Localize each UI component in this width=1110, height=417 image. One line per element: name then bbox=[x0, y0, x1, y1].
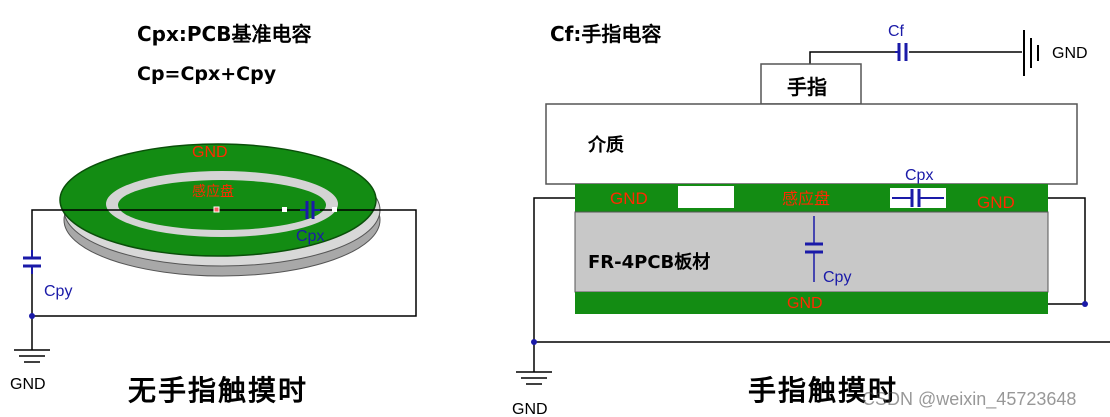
left-gnd-ring-label: GND bbox=[192, 144, 228, 161]
left-circuit bbox=[31, 209, 417, 350]
top-sensor-label: 感应盘 bbox=[782, 189, 830, 208]
top-copper-layer bbox=[575, 184, 1048, 212]
left-ground-label: GND bbox=[10, 376, 46, 393]
right-circuit bbox=[533, 197, 1110, 372]
left-panel: Cpx:PCB基准电容 Cp=Cpx+Cpy GND 感应盘 bbox=[10, 22, 417, 407]
cpx-node-b bbox=[332, 207, 337, 212]
left-cpx-label: Cpx bbox=[296, 228, 324, 245]
right-junction-b bbox=[1082, 301, 1088, 307]
cf-circuit bbox=[809, 51, 1022, 64]
bottom-gnd-label: GND bbox=[787, 295, 823, 312]
left-ground-icon bbox=[14, 349, 50, 363]
bottom-copper-layer bbox=[575, 292, 1048, 314]
cf-label: Cf bbox=[888, 23, 905, 40]
right-junction-a bbox=[531, 339, 537, 345]
sensor-pad bbox=[118, 180, 326, 230]
right-cpx-label: Cpx bbox=[905, 167, 933, 184]
cf-capacitor bbox=[895, 43, 908, 61]
right-title: Cf:手指电容 bbox=[550, 22, 661, 46]
pcb-label: FR-4PCB板材 bbox=[588, 251, 710, 273]
right-ground-label: GND bbox=[512, 401, 548, 417]
right-panel: Cf:手指电容 Cf GND 手指 介质 GND 感应盘 GND bbox=[512, 22, 1110, 417]
cpx-node-a bbox=[282, 207, 287, 212]
wire-gnd-left bbox=[533, 197, 575, 372]
finger-box bbox=[760, 63, 862, 105]
left-title-line2: Cp=Cpx+Cpy bbox=[137, 63, 277, 85]
right-caption: 手指触摸时 bbox=[748, 374, 898, 407]
left-cpy-label: Cpy bbox=[44, 283, 72, 300]
dielectric-layer bbox=[545, 103, 1078, 185]
left-sensor-label: 感应盘 bbox=[192, 183, 234, 199]
earth-ground-icon bbox=[1023, 30, 1039, 76]
wire-top-left bbox=[31, 209, 300, 318]
left-caption: 无手指触摸时 bbox=[128, 374, 308, 407]
right-cpy-capacitor bbox=[805, 216, 823, 282]
wire-finger-to-cf bbox=[809, 51, 895, 64]
left-junction bbox=[29, 313, 35, 319]
left-cpy-capacitor bbox=[20, 250, 44, 274]
right-cpx-capacitor bbox=[890, 188, 946, 208]
dielectric-label: 介质 bbox=[587, 134, 624, 156]
top-gnd-right-label: GND bbox=[977, 193, 1015, 212]
copper-gap bbox=[678, 186, 734, 208]
sensor-node bbox=[213, 206, 220, 213]
right-ground-icon bbox=[516, 371, 552, 385]
earth-label: GND bbox=[1052, 45, 1088, 62]
wire-right-loop bbox=[32, 209, 417, 317]
finger-label: 手指 bbox=[787, 75, 827, 99]
left-cpx-capacitor bbox=[282, 201, 337, 219]
top-gnd-left-label: GND bbox=[610, 189, 648, 208]
watermark: CSDN @weixin_45723648 bbox=[862, 389, 1076, 410]
left-title-line1: Cpx:PCB基准电容 bbox=[137, 22, 311, 46]
right-cpy-label: Cpy bbox=[823, 269, 851, 286]
wire-gnd-right bbox=[1048, 197, 1086, 305]
